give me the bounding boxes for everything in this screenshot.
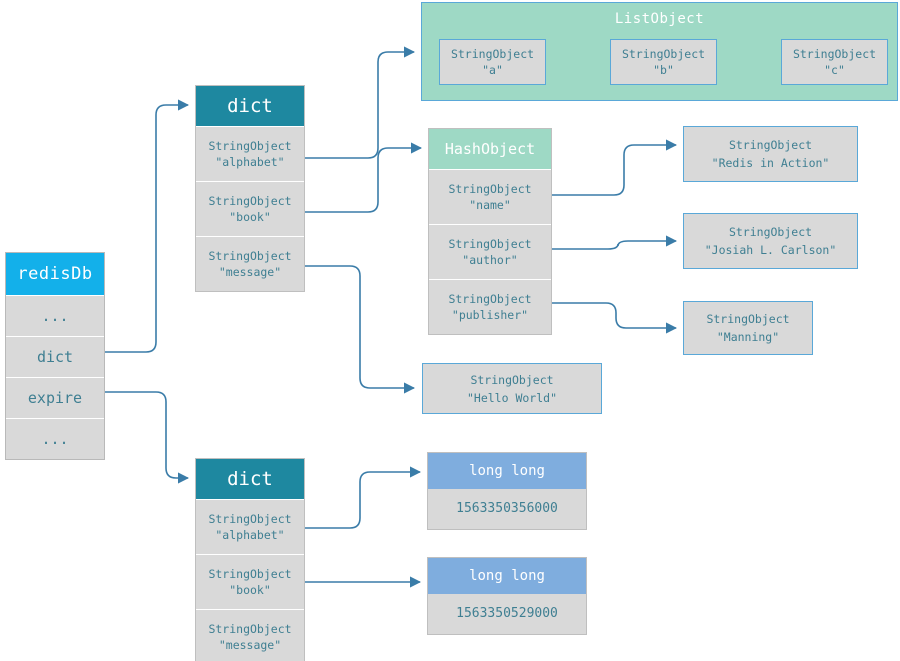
link-redisdb-expire	[105, 391, 190, 484]
dict-expire-row-message-value: "message"	[218, 638, 282, 652]
redisdb-header: redisDb	[6, 253, 104, 295]
dict-main-row-alphabet-type: StringObject	[208, 139, 292, 153]
dict-main-row-book-type: StringObject	[208, 194, 292, 208]
long-long-box-2-header: long long	[428, 558, 586, 594]
dict-main-row-alphabet[interactable]: StringObject "alphabet"	[196, 126, 304, 181]
dict-expire-row-message[interactable]: StringObject "message"	[196, 609, 304, 661]
redisdb-row-ellipsis-top[interactable]: ...	[6, 295, 104, 336]
dict-main-row-alphabet-value: "alphabet"	[215, 155, 285, 169]
string-value-josiah-l-carlson-type: StringObject	[728, 225, 813, 239]
hash-object-row-name-type: StringObject	[448, 182, 532, 196]
dict-expire-struct[interactable]: dict StringObject "alphabet" StringObjec…	[195, 458, 305, 661]
string-value-josiah-l-carlson-value: "Josiah L. Carlson"	[704, 243, 837, 257]
redisdb-struct[interactable]: redisDb ... dict expire ...	[5, 252, 105, 460]
link-name-redis	[552, 139, 678, 196]
hash-object-row-author[interactable]: StringObject "author"	[429, 224, 551, 279]
dict-main-row-book[interactable]: StringObject "book"	[196, 181, 304, 236]
string-value-hello-world[interactable]: StringObject "Hello World"	[422, 363, 602, 414]
hash-object-row-author-value: "author"	[462, 253, 518, 267]
redisdb-row-expire[interactable]: expire	[6, 377, 104, 418]
dict-expire-row-book-value: "book"	[229, 583, 271, 597]
dict-expire-header: dict	[196, 459, 304, 499]
link-author-josiah	[552, 235, 678, 250]
redisdb-row-dict[interactable]: dict	[6, 336, 104, 377]
link-alphabet-listobject	[305, 46, 416, 159]
hash-object-struct[interactable]: HashObject StringObject "name" StringObj…	[428, 128, 552, 335]
long-long-box-1-value: 1563350356000	[428, 489, 586, 529]
long-long-box-2-value: 1563350529000	[428, 594, 586, 634]
string-value-redis-in-action[interactable]: StringObject "Redis in Action"	[683, 126, 858, 182]
link-message-hello	[305, 265, 416, 394]
dict-main-row-message-type: StringObject	[208, 249, 292, 263]
string-value-manning-value: "Manning"	[716, 330, 780, 344]
list-object-item-b-type: StringObject	[621, 47, 706, 61]
dict-main-row-book-value: "book"	[229, 210, 271, 224]
list-object-panel[interactable]: ListObject StringObject "a" StringObject…	[421, 2, 898, 101]
link-expire-alphabet-ll1	[305, 466, 422, 529]
dict-expire-row-book-type: StringObject	[208, 567, 292, 581]
long-long-box-1[interactable]: long long 1563350356000	[427, 452, 587, 530]
link-redisdb-dict	[105, 99, 190, 353]
hash-object-row-publisher[interactable]: StringObject "publisher"	[429, 279, 551, 334]
dict-expire-row-alphabet-type: StringObject	[208, 512, 292, 526]
dict-expire-row-alphabet-value: "alphabet"	[215, 528, 285, 542]
string-value-redis-in-action-value: "Redis in Action"	[711, 156, 830, 170]
link-book-hashobject	[305, 142, 423, 213]
string-value-hello-world-value: "Hello World"	[466, 390, 557, 405]
list-object-item-c[interactable]: StringObject "c"	[781, 39, 888, 85]
string-value-josiah-l-carlson[interactable]: StringObject "Josiah L. Carlson"	[683, 213, 858, 269]
list-object-item-a-value: "a"	[482, 63, 503, 77]
hash-object-row-author-type: StringObject	[448, 237, 532, 251]
link-publisher-manning	[552, 302, 678, 334]
hash-object-row-name-value: "name"	[469, 198, 511, 212]
string-value-hello-world-type: StringObject	[470, 372, 554, 387]
long-long-box-2[interactable]: long long 1563350529000	[427, 557, 587, 635]
hash-object-row-publisher-value: "publisher"	[451, 308, 529, 322]
string-value-redis-in-action-type: StringObject	[728, 138, 813, 152]
dict-main-row-message[interactable]: StringObject "message"	[196, 236, 304, 291]
dict-main-row-message-value: "message"	[218, 265, 282, 279]
list-object-title: ListObject	[614, 11, 705, 27]
list-object-item-a-type: StringObject	[450, 47, 535, 61]
dict-expire-row-book[interactable]: StringObject "book"	[196, 554, 304, 609]
dict-expire-row-message-type: StringObject	[208, 622, 292, 636]
hash-object-row-name[interactable]: StringObject "name"	[429, 169, 551, 224]
hash-object-header: HashObject	[429, 129, 551, 169]
list-object-item-b-value: "b"	[653, 63, 674, 77]
list-object-item-c-value: "c"	[824, 63, 845, 77]
list-object-item-c-type: StringObject	[792, 47, 877, 61]
dict-main-struct[interactable]: dict StringObject "alphabet" StringObjec…	[195, 85, 305, 292]
list-object-item-a[interactable]: StringObject "a"	[439, 39, 546, 85]
list-object-item-b[interactable]: StringObject "b"	[610, 39, 717, 85]
string-value-manning[interactable]: StringObject "Manning"	[683, 301, 813, 355]
redisdb-row-ellipsis-bottom[interactable]: ...	[6, 418, 104, 459]
hash-object-row-publisher-type: StringObject	[448, 292, 532, 306]
dict-main-header: dict	[196, 86, 304, 126]
long-long-box-1-header: long long	[428, 453, 586, 489]
string-value-manning-type: StringObject	[706, 312, 790, 326]
dict-expire-row-alphabet[interactable]: StringObject "alphabet"	[196, 499, 304, 554]
